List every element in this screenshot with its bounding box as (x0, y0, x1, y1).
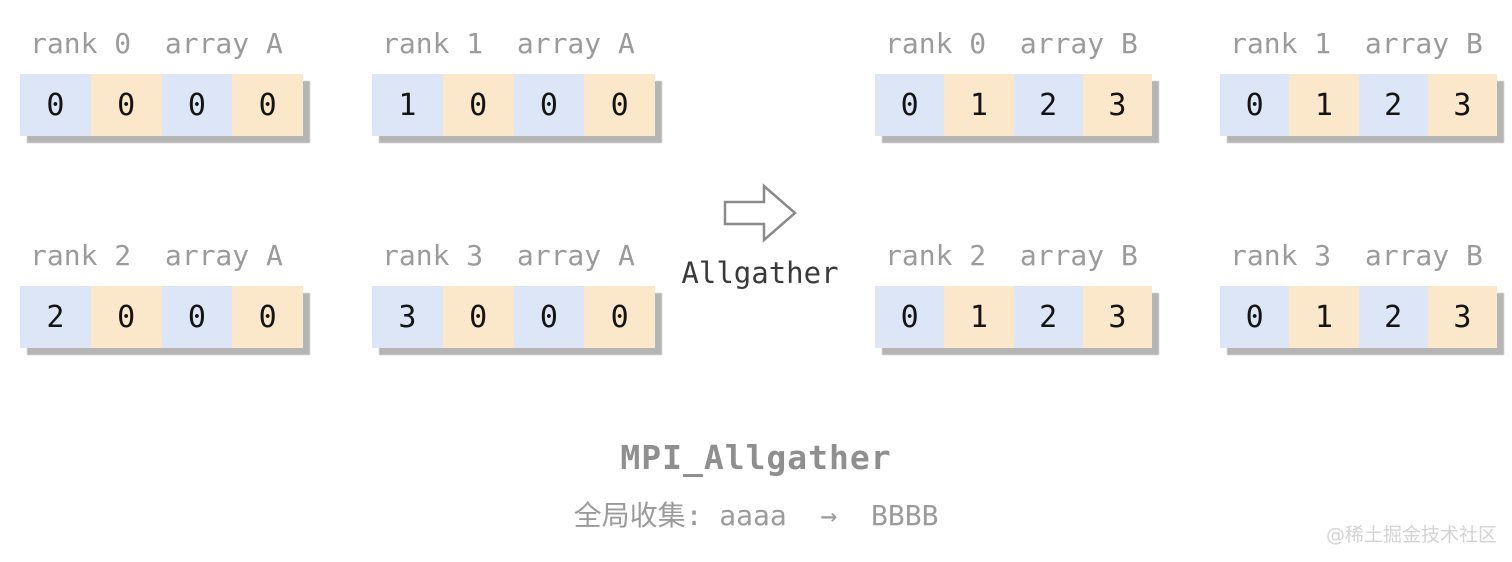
array-block-rank2-b: rank 2 array B 0 1 2 3 (875, 240, 1152, 348)
array-label: rank 3 array A (382, 239, 635, 272)
figure-title: MPI_Allgather (620, 438, 892, 477)
array-cell: 0 (513, 74, 585, 136)
array-block-rank1-a: rank 1 array A 1 0 0 0 (372, 28, 655, 136)
array-label: rank 2 array B (885, 239, 1138, 272)
array-cell: 1 (944, 74, 1014, 136)
array-label: rank 0 array B (885, 27, 1138, 60)
array-cell: 1 (1289, 286, 1359, 348)
array-label: rank 2 array A (30, 239, 283, 272)
array-block-rank2-a: rank 2 array A 2 0 0 0 (20, 240, 303, 348)
array-box: 1 0 0 0 (372, 74, 655, 136)
array-cell: 1 (1289, 74, 1359, 136)
array-cell: 3 (1427, 286, 1497, 348)
array-cell: 0 (1220, 286, 1290, 348)
array-label: rank 1 array A (382, 27, 635, 60)
array-block-rank1-b: rank 1 array B 0 1 2 3 (1220, 28, 1497, 136)
allgather-arrow-icon (722, 182, 798, 244)
array-cell: 2 (1358, 74, 1428, 136)
array-cell: 0 (161, 286, 233, 348)
array-cell: 1 (372, 74, 443, 136)
array-box: 0 1 2 3 (875, 286, 1152, 348)
array-cell: 0 (20, 74, 91, 136)
array-cell: 3 (1427, 74, 1497, 136)
array-label: rank 1 array B (1230, 27, 1483, 60)
figure-subtitle: 全局收集: aaaa → BBBB (573, 499, 939, 532)
array-cell: 0 (161, 74, 233, 136)
array-cell: 1 (944, 286, 1014, 348)
array-cell: 3 (372, 286, 443, 348)
array-cell: 0 (875, 74, 945, 136)
array-cell: 0 (584, 286, 655, 348)
array-cell: 0 (90, 286, 162, 348)
watermark: @稀土掘金技术社区 (1325, 524, 1497, 546)
array-box: 0 0 0 0 (20, 74, 303, 136)
array-box: 3 0 0 0 (372, 286, 655, 348)
array-cell: 3 (1082, 286, 1152, 348)
array-block-rank0-b: rank 0 array B 0 1 2 3 (875, 28, 1152, 136)
array-cell: 0 (442, 286, 514, 348)
array-cell: 0 (875, 286, 945, 348)
array-block-rank3-b: rank 3 array B 0 1 2 3 (1220, 240, 1497, 348)
array-cell: 0 (1220, 74, 1290, 136)
array-cell: 2 (1358, 286, 1428, 348)
array-block-rank3-a: rank 3 array A 3 0 0 0 (372, 240, 655, 348)
array-cell: 0 (584, 74, 655, 136)
array-label: rank 0 array A (30, 27, 283, 60)
array-box: 0 1 2 3 (1220, 74, 1497, 136)
array-block-rank0-a: rank 0 array A 0 0 0 0 (20, 28, 303, 136)
array-box: 0 1 2 3 (875, 74, 1152, 136)
array-cell: 0 (232, 286, 303, 348)
array-box: 0 1 2 3 (1220, 286, 1497, 348)
array-cell: 0 (513, 286, 585, 348)
arrow-caption: Allgather (681, 256, 839, 290)
array-cell: 2 (20, 286, 91, 348)
array-label: rank 3 array B (1230, 239, 1483, 272)
array-cell: 0 (90, 74, 162, 136)
array-cell: 0 (442, 74, 514, 136)
array-box: 2 0 0 0 (20, 286, 303, 348)
array-cell: 2 (1013, 286, 1083, 348)
array-cell: 2 (1013, 74, 1083, 136)
array-cell: 3 (1082, 74, 1152, 136)
array-cell: 0 (232, 74, 303, 136)
